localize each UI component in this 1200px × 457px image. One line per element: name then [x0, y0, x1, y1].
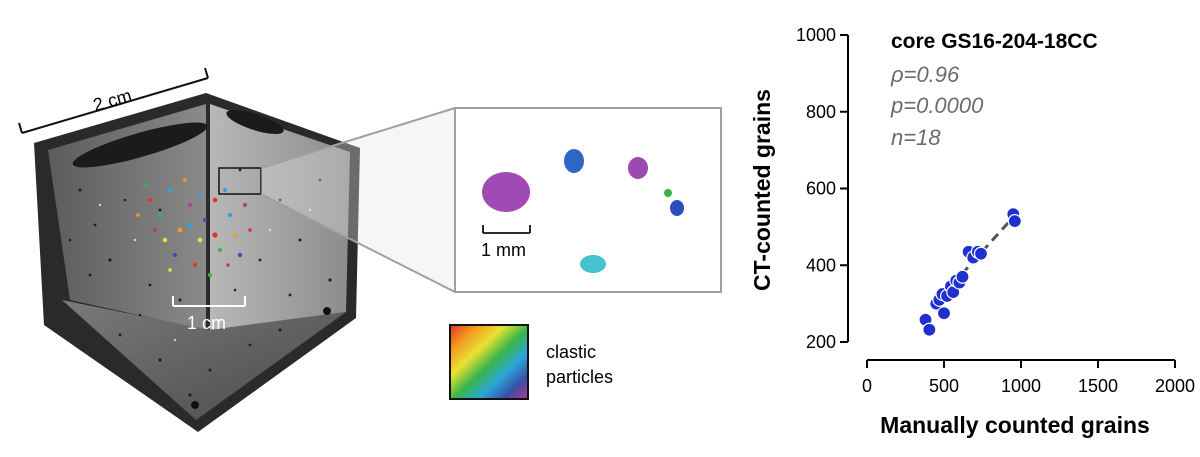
scatter-chart: 200 400 600 800 1000 0 500 1000 1500 2000 CT-cou… — [749, 25, 1195, 438]
particle-blue — [564, 149, 584, 173]
y-tick-label: 200 — [806, 332, 836, 352]
y-tick-label: 800 — [806, 102, 836, 122]
chart-title: core GS16-204-18CC — [891, 30, 1098, 53]
scale-1mm-label: 1 mm — [481, 240, 526, 260]
stat-p: p=0.0000 — [890, 93, 984, 118]
x-tick-label: 0 — [862, 376, 872, 396]
color-legend: clastic particles — [449, 324, 613, 400]
x-axis-title: Manually counted grains — [880, 412, 1150, 438]
stat-n: n=18 — [891, 125, 941, 150]
inset-panel: 1 mm — [454, 107, 722, 293]
particle-green — [664, 189, 672, 197]
rainbow-swatch — [449, 324, 529, 400]
zoom-region-box — [218, 167, 262, 195]
scale-1cm-label: 1 cm — [187, 313, 226, 333]
y-tick-label: 1000 — [796, 25, 836, 45]
legend-line2: particles — [546, 367, 613, 387]
x-tick-label: 1500 — [1078, 376, 1118, 396]
data-point — [1007, 214, 1022, 229]
y-axis-title: CT-counted grains — [749, 89, 775, 291]
ct-cube-render — [34, 93, 360, 432]
data-point — [936, 306, 952, 321]
data-point — [922, 322, 937, 337]
x-tick-label: 1000 — [1001, 376, 1041, 396]
x-tick-label: 2000 — [1155, 376, 1195, 396]
stat-rho: ρ=0.96 — [890, 62, 960, 87]
particle-dark-blue — [670, 200, 684, 216]
data-point — [973, 246, 989, 261]
scale-bar-1cm: 1 cm — [172, 296, 246, 333]
particle-large-purple — [482, 172, 530, 212]
legend-line1: clastic — [546, 342, 596, 362]
particle-small-purple — [628, 157, 648, 179]
particle-cyan — [580, 255, 606, 273]
particle-cloud — [136, 178, 252, 278]
data-point — [955, 269, 970, 284]
y-tick-label: 600 — [806, 179, 836, 199]
y-tick-label: 400 — [806, 255, 836, 275]
scale-2cm-label: 2 cm — [91, 85, 134, 115]
x-tick-label: 500 — [929, 376, 959, 396]
